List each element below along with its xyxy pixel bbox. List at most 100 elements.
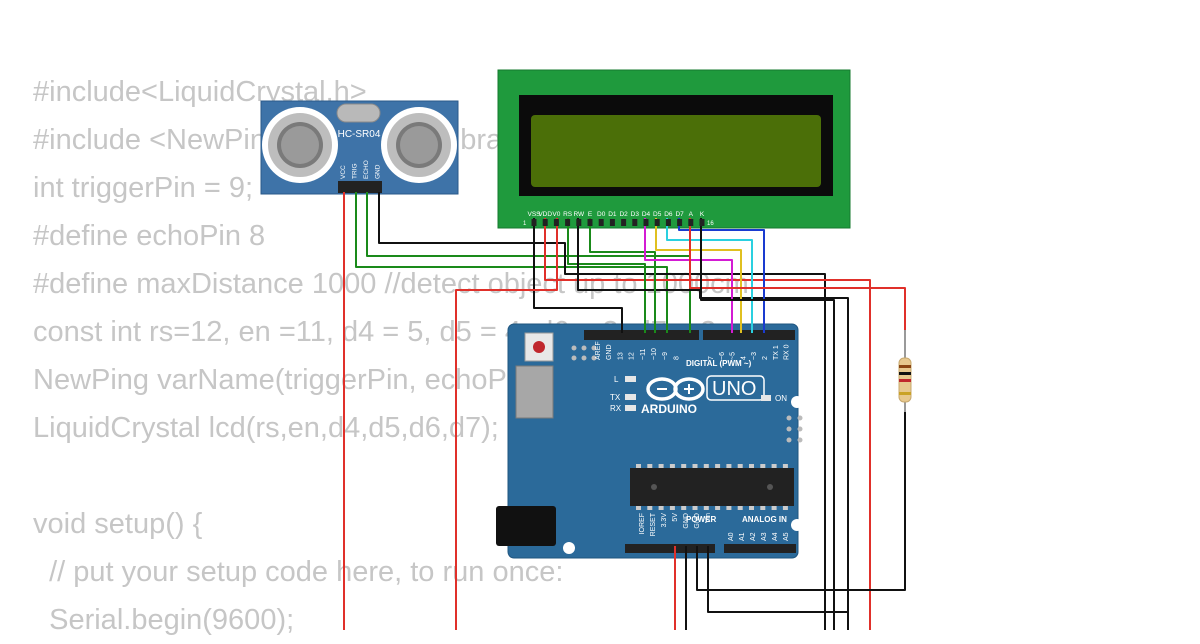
digital-pin-label: ~3 — [751, 352, 758, 360]
digital-pin-label: 8 — [673, 356, 680, 360]
power-header — [625, 544, 715, 553]
uno-badge — [706, 375, 765, 401]
digital-pin-label: ~6 — [719, 352, 726, 360]
lcd-pin[interactable] — [665, 219, 671, 226]
digital-pin-label: 2 — [762, 356, 769, 360]
lcd-pin[interactable] — [677, 219, 683, 226]
led-tx — [625, 394, 636, 400]
lcd-pin[interactable] — [587, 219, 593, 226]
lcd-pin-label: RS — [563, 211, 573, 218]
led-l-label: L — [614, 375, 619, 384]
lcd-pin-label: VSS — [527, 211, 541, 218]
power-pin-label: GND — [694, 513, 701, 529]
digital-pin-label: 12 — [629, 352, 636, 360]
sensor-model-label: HC-SR04 — [338, 129, 381, 140]
analog-label: ANALOG IN — [742, 515, 787, 524]
transducer-right — [381, 107, 457, 183]
led-rx-label: RX — [610, 404, 622, 413]
led-rx — [625, 405, 636, 411]
lcd-pin-label: RW — [573, 211, 585, 218]
mount-hole — [563, 542, 575, 554]
power-pin-label: 3.3V — [661, 513, 668, 528]
lcd-pin-label: D5 — [653, 211, 662, 218]
code-line: #define echoPin 8 — [33, 220, 266, 252]
lcd-pin[interactable] — [699, 219, 705, 226]
transducer-left — [262, 107, 338, 183]
sensor-pin-label: VCC — [340, 165, 347, 179]
lcd-pin[interactable] — [553, 219, 559, 226]
lcd-pin-label: D3 — [631, 211, 640, 218]
lcd-pin-label: V0 — [552, 211, 560, 218]
power-pin-label: 5V — [672, 513, 679, 522]
lcd-pin-label: D0 — [597, 211, 606, 218]
sensor-pin-label: TRIG — [352, 163, 359, 179]
sensor-pin-label: ECHO — [363, 160, 370, 179]
mount-hole — [791, 396, 803, 408]
digital-pin-label: ~5 — [730, 352, 737, 360]
lcd-pin-dots — [531, 219, 705, 226]
power-pin-label: IOREF — [639, 513, 646, 534]
icsp-header-right — [786, 415, 803, 443]
uno-label: UNO — [712, 378, 756, 400]
lcd-pin[interactable] — [643, 219, 649, 226]
digital-header-left — [584, 330, 699, 340]
lcd-pin[interactable] — [576, 219, 582, 226]
arduino-logo-icon — [646, 377, 705, 401]
sensor-pin-label: GND — [375, 164, 382, 179]
analog-pin-label: A4 — [772, 532, 779, 541]
code-line: int triggerPin = 9; — [33, 172, 254, 204]
power-pin-label: Vin — [705, 513, 712, 523]
led-l — [625, 376, 636, 382]
mount-hole — [791, 519, 803, 531]
lcd-pin-label: D6 — [664, 211, 673, 218]
wires — [343, 192, 906, 630]
lcd-pin[interactable] — [609, 219, 615, 226]
crystal-oscillator — [336, 103, 381, 123]
power-pin-label: RESET — [650, 512, 657, 536]
analog-header — [724, 544, 796, 553]
lcd-screen — [531, 115, 821, 187]
led-on — [761, 395, 771, 401]
power-jack — [496, 506, 556, 546]
digital-pin-label: 4 — [740, 356, 747, 360]
ultrasonic-sensor[interactable]: HC-SR04 VCC TRIG ECHO GND — [260, 100, 459, 195]
lcd-pin-last: 16 — [707, 221, 714, 227]
code-line: void setup() { — [33, 508, 203, 540]
digital-pin-label: ~10 — [651, 348, 658, 360]
power-label: POWER — [686, 515, 716, 524]
digital-label: DIGITAL (PWM ~) — [686, 359, 752, 368]
reset-button[interactable] — [524, 332, 554, 362]
analog-pin-label: A5 — [783, 532, 790, 541]
lcd-pin-label: D2 — [619, 211, 628, 218]
digital-pin-label: TX 1 — [773, 345, 780, 360]
sensor-pin-labels: VCC TRIG ECHO GND — [340, 160, 382, 179]
digital-pin-label: RX 0 — [784, 344, 791, 360]
lcd-pin[interactable] — [542, 219, 548, 226]
lcd-pin[interactable] — [598, 219, 604, 226]
analog-pin-label: A3 — [761, 532, 768, 541]
lcd-pin-label: E — [588, 211, 593, 218]
lcd-pin[interactable] — [565, 219, 571, 226]
digital-pin-label: ~11 — [640, 349, 647, 360]
analog-pin-label: A1 — [739, 532, 746, 541]
digital-pin-label: GND — [606, 344, 613, 360]
lcd-pin[interactable] — [654, 219, 660, 226]
lcd-pin[interactable] — [531, 219, 537, 226]
sensor-header — [338, 181, 382, 193]
led-on-label: ON — [775, 394, 787, 403]
digital-pin-label: 7 — [708, 356, 715, 360]
lcd-pin-label: D1 — [608, 211, 617, 218]
resistor[interactable] — [898, 330, 912, 412]
digital-pin-label: ~9 — [662, 352, 669, 360]
lcd-pin-label: D7 — [675, 211, 684, 218]
lcd-pin[interactable] — [621, 219, 627, 226]
lcd-pin-label: D4 — [642, 211, 651, 218]
lcd-pin[interactable] — [688, 219, 694, 226]
lcd-pin[interactable] — [632, 219, 638, 226]
